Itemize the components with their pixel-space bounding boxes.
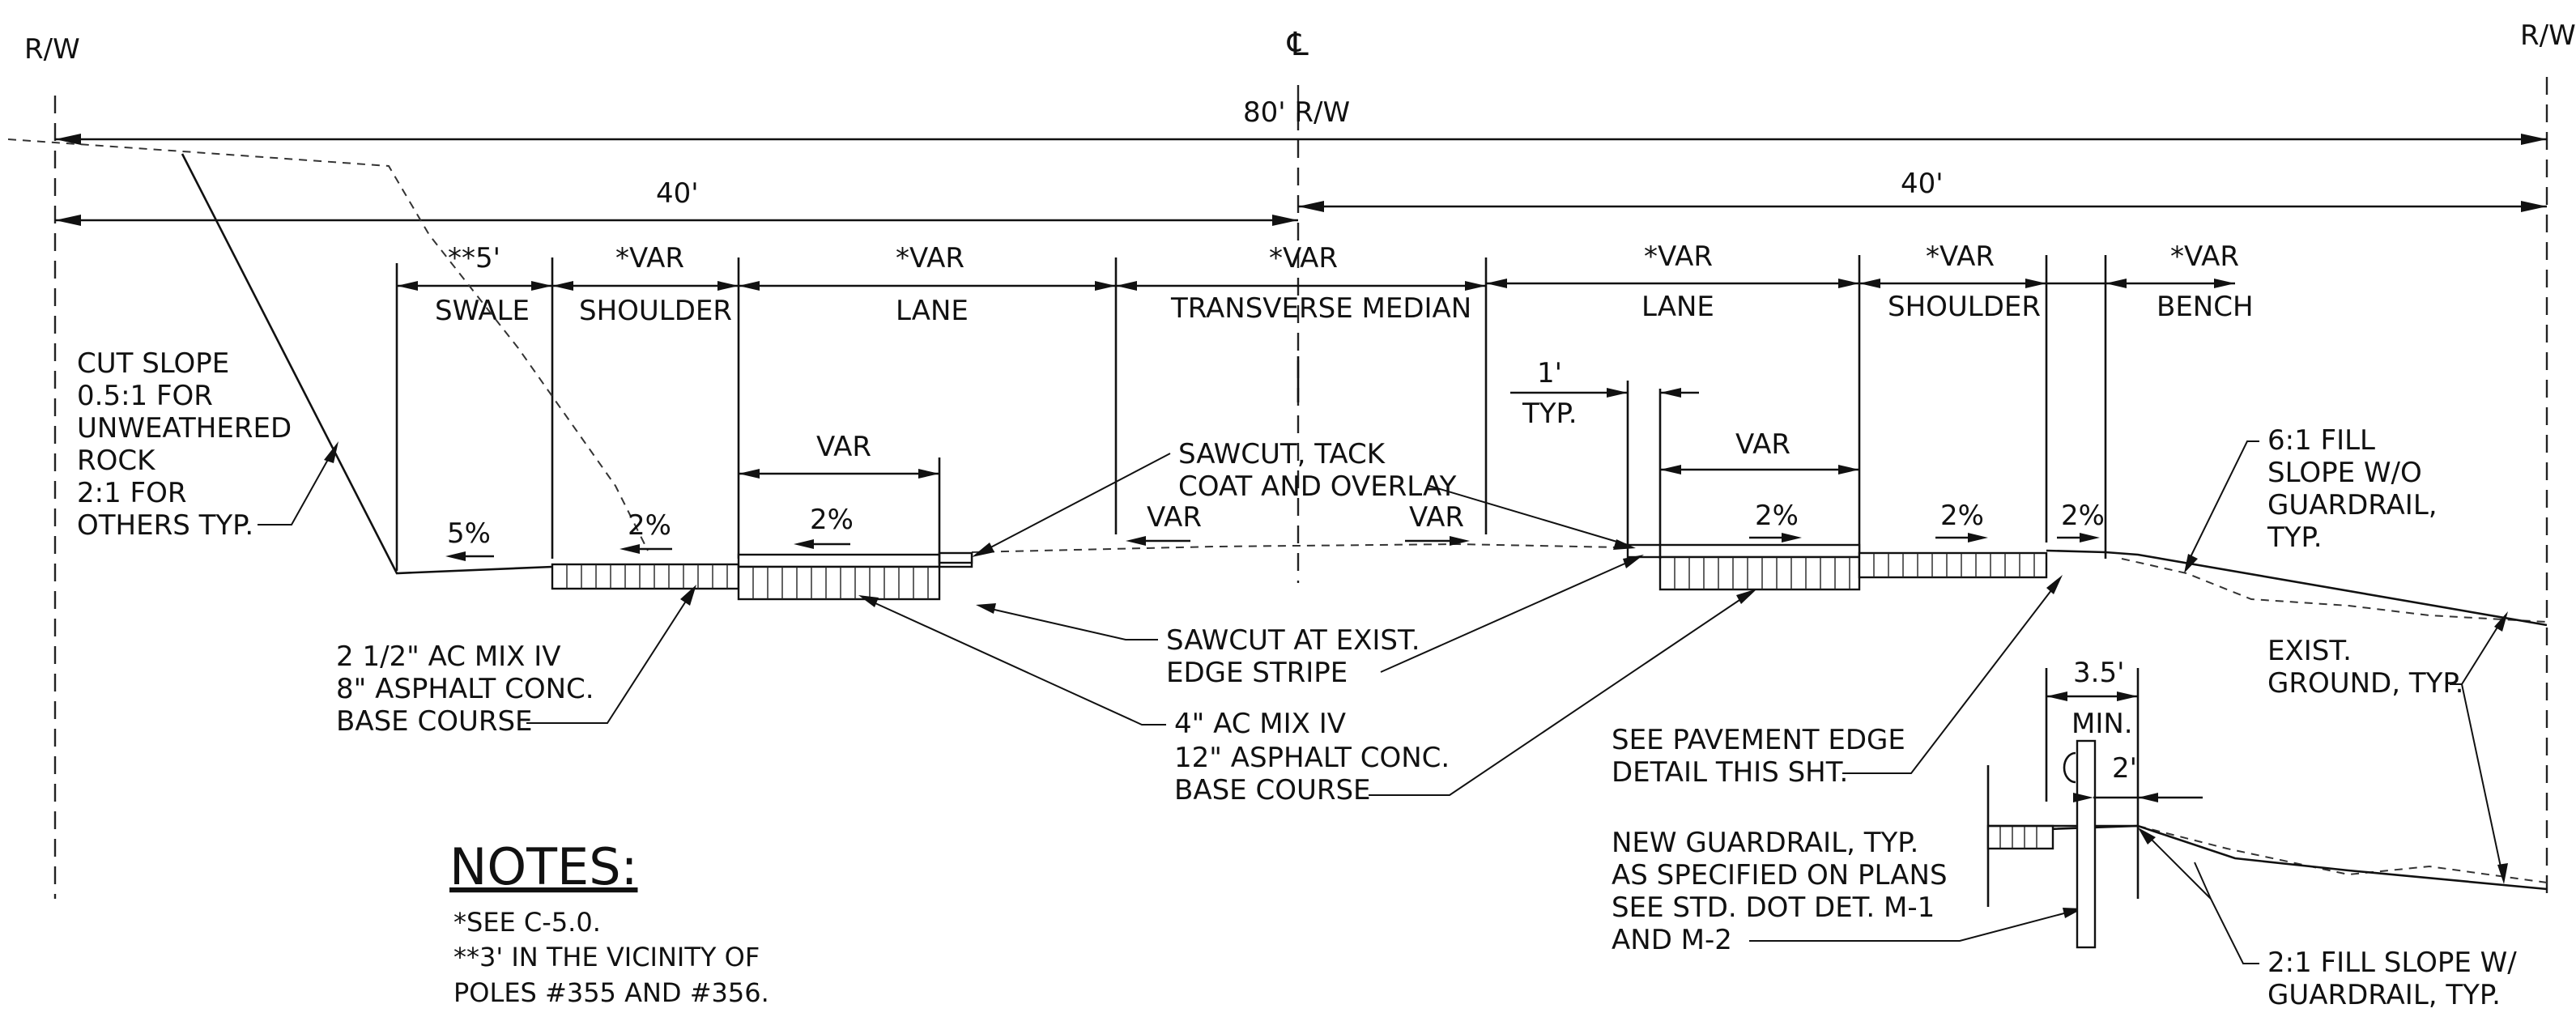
notes-title: NOTES: — [449, 837, 637, 896]
typ-label: TYP. — [1522, 398, 1578, 430]
slope-lane-left: 2% — [810, 504, 854, 536]
svg-text:SAWCUT, TACK: SAWCUT, TACK — [1178, 438, 1386, 470]
svg-text:SEE PAVEMENT EDGE: SEE PAVEMENT EDGE — [1612, 724, 1905, 756]
shoulder-right-pavement — [1858, 551, 2048, 579]
median-label: TRANSVERSE MEDIAN — [1170, 292, 1471, 325]
callout-fill-6-1: 6:1 FILL SLOPE W/O GUARDRAIL, TYP. — [2184, 424, 2438, 573]
dim-40-left-label: 40' — [656, 177, 699, 210]
one-foot-dim: 1' — [1537, 357, 1562, 389]
lane-right-dim: *VAR — [1644, 240, 1713, 273]
shoulder-left-pavement — [551, 563, 740, 590]
bench-label: BENCH — [2157, 291, 2254, 323]
centerline-symbol: ℄ — [1287, 26, 1309, 63]
svg-text:8" ASPHALT CONC.: 8" ASPHALT CONC. — [336, 673, 594, 705]
svg-text:2:1 FOR: 2:1 FOR — [77, 477, 186, 509]
callout-sawcut-tack: SAWCUT, TACK COAT AND OVERLAY — [972, 438, 1636, 557]
svg-text:ROCK: ROCK — [77, 445, 156, 477]
svg-text:SEE STD. DOT DET. M-1: SEE STD. DOT DET. M-1 — [1612, 891, 1935, 924]
existing-ground — [7, 138, 2548, 883]
svg-text:AS SPECIFIED ON PLANS: AS SPECIFIED ON PLANS — [1612, 859, 1948, 891]
svg-text:EDGE STRIPE: EDGE STRIPE — [1166, 657, 1348, 689]
var-right-label: VAR — [1735, 428, 1790, 461]
svg-text:OTHERS TYP.: OTHERS TYP. — [77, 509, 253, 542]
shoulder-left-dim: *VAR — [615, 242, 684, 274]
slope-swale: 5% — [447, 517, 491, 550]
slope-labels: 5% 2% 2% 2% 2% 2% — [445, 500, 2105, 561]
swale-label: SWALE — [435, 295, 530, 327]
fill-slope-right — [2024, 549, 2548, 891]
swale-dim: **5' — [448, 242, 500, 274]
lane-right-label: LANE — [1641, 291, 1714, 323]
callout-lane-section: 4" AC MIX IV 12" ASPHALT CONC. BASE COUR… — [858, 589, 1757, 806]
lane-left-pavement — [737, 551, 973, 601]
median-var-left: VAR — [1147, 501, 1202, 534]
lane-right-pavement — [1626, 543, 1861, 591]
svg-text:SAWCUT AT EXIST.: SAWCUT AT EXIST. — [1166, 624, 1420, 657]
svg-text:SLOPE W/O: SLOPE W/O — [2267, 457, 2422, 489]
svg-text:BASE COURSE: BASE COURSE — [336, 705, 533, 738]
svg-text:6:1 FILL: 6:1 FILL — [2267, 424, 2375, 457]
shoulder-right-label: SHOULDER — [1888, 291, 2041, 323]
median-dim: *VAR — [1269, 242, 1338, 274]
guardrail-min-label: MIN. — [2071, 708, 2133, 740]
callout-fill-2-1: 2:1 FILL SLOPE W/ GUARDRAIL, TYP. — [2138, 828, 2517, 1011]
note-line-2: **3' IN THE VICINITY OF — [453, 942, 760, 972]
rw-right-label: R/W — [2520, 19, 2576, 52]
svg-text:EXIST.: EXIST. — [2267, 635, 2352, 667]
callout-sawcut-edge: SAWCUT AT EXIST. EDGE STRIPE — [976, 555, 1644, 689]
note-line-1: *SEE C-5.0. — [453, 907, 601, 938]
svg-text:BASE COURSE: BASE COURSE — [1174, 774, 1371, 806]
callout-pavement-edge: SEE PAVEMENT EDGE DETAIL THIS SHT. — [1612, 575, 2063, 789]
lane-left-label: LANE — [896, 295, 969, 327]
callout-exist-ground: EXIST. GROUND, TYP. — [2267, 611, 2508, 884]
cut-slope — [181, 153, 553, 575]
guardrail-detail: 3.5' MIN. 2' — [1986, 657, 2203, 949]
callout-shoulder-section: 2 1/2" AC MIX IV 8" ASPHALT CONC. BASE C… — [336, 585, 696, 738]
svg-text:2 1/2" AC MIX IV: 2 1/2" AC MIX IV — [336, 640, 561, 673]
svg-text:CUT SLOPE: CUT SLOPE — [77, 347, 229, 380]
slope-shoulder-left: 2% — [628, 509, 671, 542]
svg-text:GUARDRAIL, TYP.: GUARDRAIL, TYP. — [2267, 979, 2501, 1011]
callout-cut-slope: CUT SLOPE 0.5:1 FOR UNWEATHERED ROCK 2:1… — [77, 347, 338, 542]
guardrail-width-label: 3.5' — [2073, 657, 2124, 689]
svg-text:0.5:1 FOR: 0.5:1 FOR — [77, 380, 213, 412]
svg-text:2:1 FILL SLOPE W/: 2:1 FILL SLOPE W/ — [2267, 947, 2517, 979]
guardrail-offset-label: 2' — [2112, 752, 2137, 785]
shoulder-left-label: SHOULDER — [579, 295, 732, 327]
callout-guardrail: NEW GUARDRAIL, TYP. AS SPECIFIED ON PLAN… — [1612, 827, 2083, 956]
svg-text:4" AC MIX IV: 4" AC MIX IV — [1174, 708, 1346, 740]
dim-80-label: 80' R/W — [1243, 96, 1350, 129]
svg-text:TYP.: TYP. — [2267, 521, 2323, 554]
svg-text:12" ASPHALT CONC.: 12" ASPHALT CONC. — [1174, 742, 1450, 774]
lane-left-dim: *VAR — [896, 242, 964, 274]
dim-40-right-label: 40' — [1901, 168, 1944, 200]
rw-left-label: R/W — [24, 33, 80, 66]
var-dims: VAR VAR VAR VAR 1' TYP. — [739, 357, 1859, 567]
slope-lane-right: 2% — [1755, 500, 1799, 532]
svg-text:GROUND, TYP.: GROUND, TYP. — [2267, 667, 2463, 700]
svg-text:DETAIL THIS SHT.: DETAIL THIS SHT. — [1612, 756, 1848, 789]
svg-text:NEW GUARDRAIL, TYP.: NEW GUARDRAIL, TYP. — [1612, 827, 1918, 859]
svg-text:UNWEATHERED: UNWEATHERED — [77, 412, 292, 445]
notes-block: NOTES: *SEE C-5.0. **3' IN THE VICINITY … — [449, 837, 769, 1008]
bench-dim: *VAR — [2170, 240, 2239, 273]
svg-text:COAT AND OVERLAY: COAT AND OVERLAY — [1178, 470, 1457, 503]
slope-bench: 2% — [2061, 500, 2105, 532]
svg-text:GUARDRAIL,: GUARDRAIL, — [2267, 489, 2438, 521]
slope-shoulder-right: 2% — [1940, 500, 1984, 532]
segment-dimension-row — [395, 255, 2235, 571]
note-line-3: POLES #355 AND #356. — [453, 977, 769, 1008]
svg-text:AND M-2: AND M-2 — [1612, 924, 1732, 956]
shoulder-right-dim: *VAR — [1926, 240, 1995, 273]
var-left-label: VAR — [816, 431, 871, 463]
median-var-right: VAR — [1409, 501, 1464, 534]
